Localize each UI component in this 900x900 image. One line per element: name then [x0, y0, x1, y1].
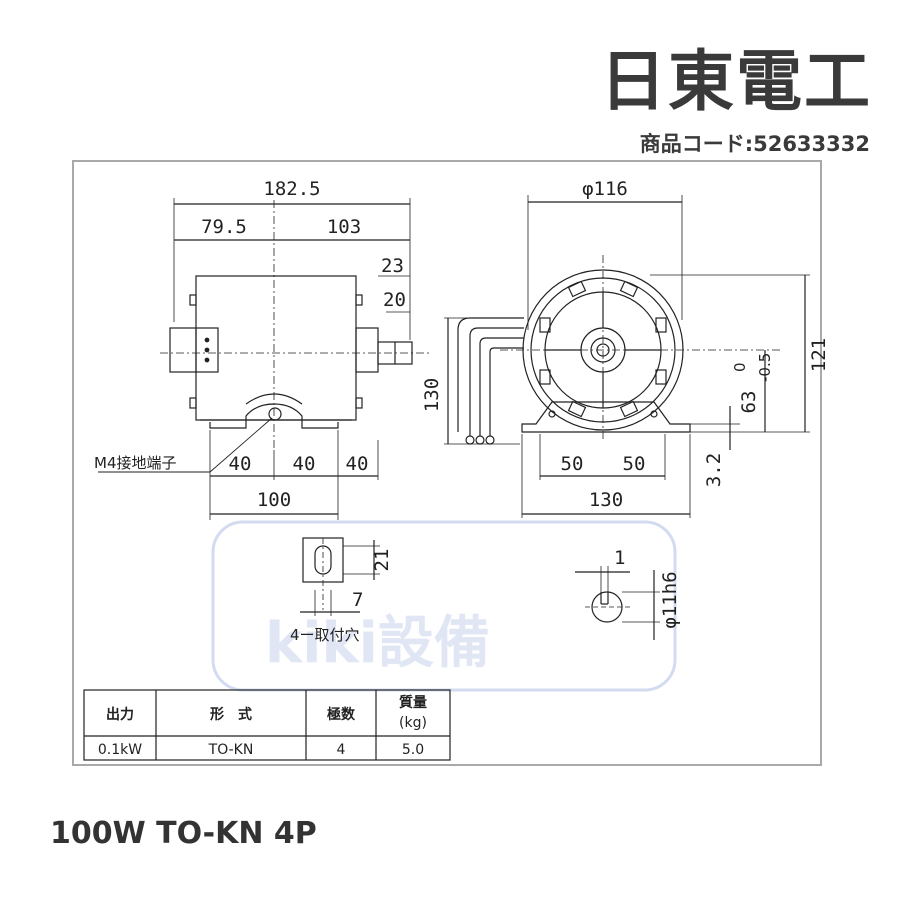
table-cell-model: TO-KN — [208, 742, 254, 758]
label-ground-terminal: M4接地端子 — [94, 454, 177, 472]
dim-base-50b: 50 — [623, 453, 646, 475]
watermark: kiki設備 — [211, 520, 677, 692]
product-code: 商品コード:52633332 — [639, 132, 870, 156]
dim-base-130: 130 — [589, 489, 623, 511]
dim-slot-7: 7 — [352, 589, 363, 611]
dim-height-121: 121 — [808, 338, 830, 372]
table-cell-mass: 5.0 — [402, 742, 424, 758]
front-view: φ116 121 63 0 -0.5 3.2 130 50 50 130 — [421, 178, 830, 518]
dim-shaft-height: 63 — [738, 391, 760, 414]
dim-right-part: 103 — [327, 216, 361, 238]
dim-overall-length: 182.5 — [263, 178, 320, 200]
table-header-poles: 極数 — [327, 706, 356, 723]
dim-foot-40a: 40 — [229, 453, 252, 475]
spec-table: 出力 形 式 極数 質量 (kg) 0.1kW TO-KN 4 5.0 — [83, 689, 451, 761]
table-header-model: 形 式 — [210, 706, 252, 723]
dim-foot-100: 100 — [257, 489, 291, 511]
brand-logo: 日東電工 — [600, 43, 872, 120]
dim-left-part: 79.5 — [201, 216, 247, 238]
watermark-text: kiki設備 — [265, 611, 490, 676]
dim-base-thickness: 3.2 — [703, 453, 725, 487]
table-header-output: 出力 — [106, 706, 134, 723]
dim-shaft-diameter: φ11h6 — [659, 571, 681, 628]
dim-key-1: 1 — [614, 547, 625, 569]
dim-slot-21: 21 — [371, 549, 393, 572]
table-cell-poles: 4 — [337, 742, 346, 758]
dim-shaft-length: 23 — [381, 255, 404, 277]
drawing-frame — [72, 160, 822, 766]
label-mounting-holes: 4ー取付穴 — [290, 626, 360, 644]
dim-foot-40c: 40 — [346, 453, 369, 475]
product-caption: 100W TO-KN 4P — [50, 816, 317, 851]
shaft-detail: 1 φ11h6 — [575, 547, 681, 640]
table-header-mass-unit: (kg) — [399, 715, 427, 731]
table-header-mass: 質量 — [399, 694, 427, 711]
dim-height-130: 130 — [421, 378, 443, 412]
dim-key-length: 20 — [383, 289, 406, 311]
table-cell-output: 0.1kW — [98, 742, 142, 758]
side-view: 182.5 79.5 103 23 20 40 40 40 100 M4接地端子 — [94, 178, 430, 520]
dim-diameter: φ116 — [582, 178, 628, 200]
mounting-hole-detail: 21 7 4ー取付穴 — [290, 537, 393, 644]
dim-foot-40b: 40 — [293, 453, 316, 475]
dim-tol-top: 0 — [731, 362, 749, 372]
dim-tol-bottom: -0.5 — [756, 353, 774, 382]
dim-base-50a: 50 — [561, 453, 584, 475]
